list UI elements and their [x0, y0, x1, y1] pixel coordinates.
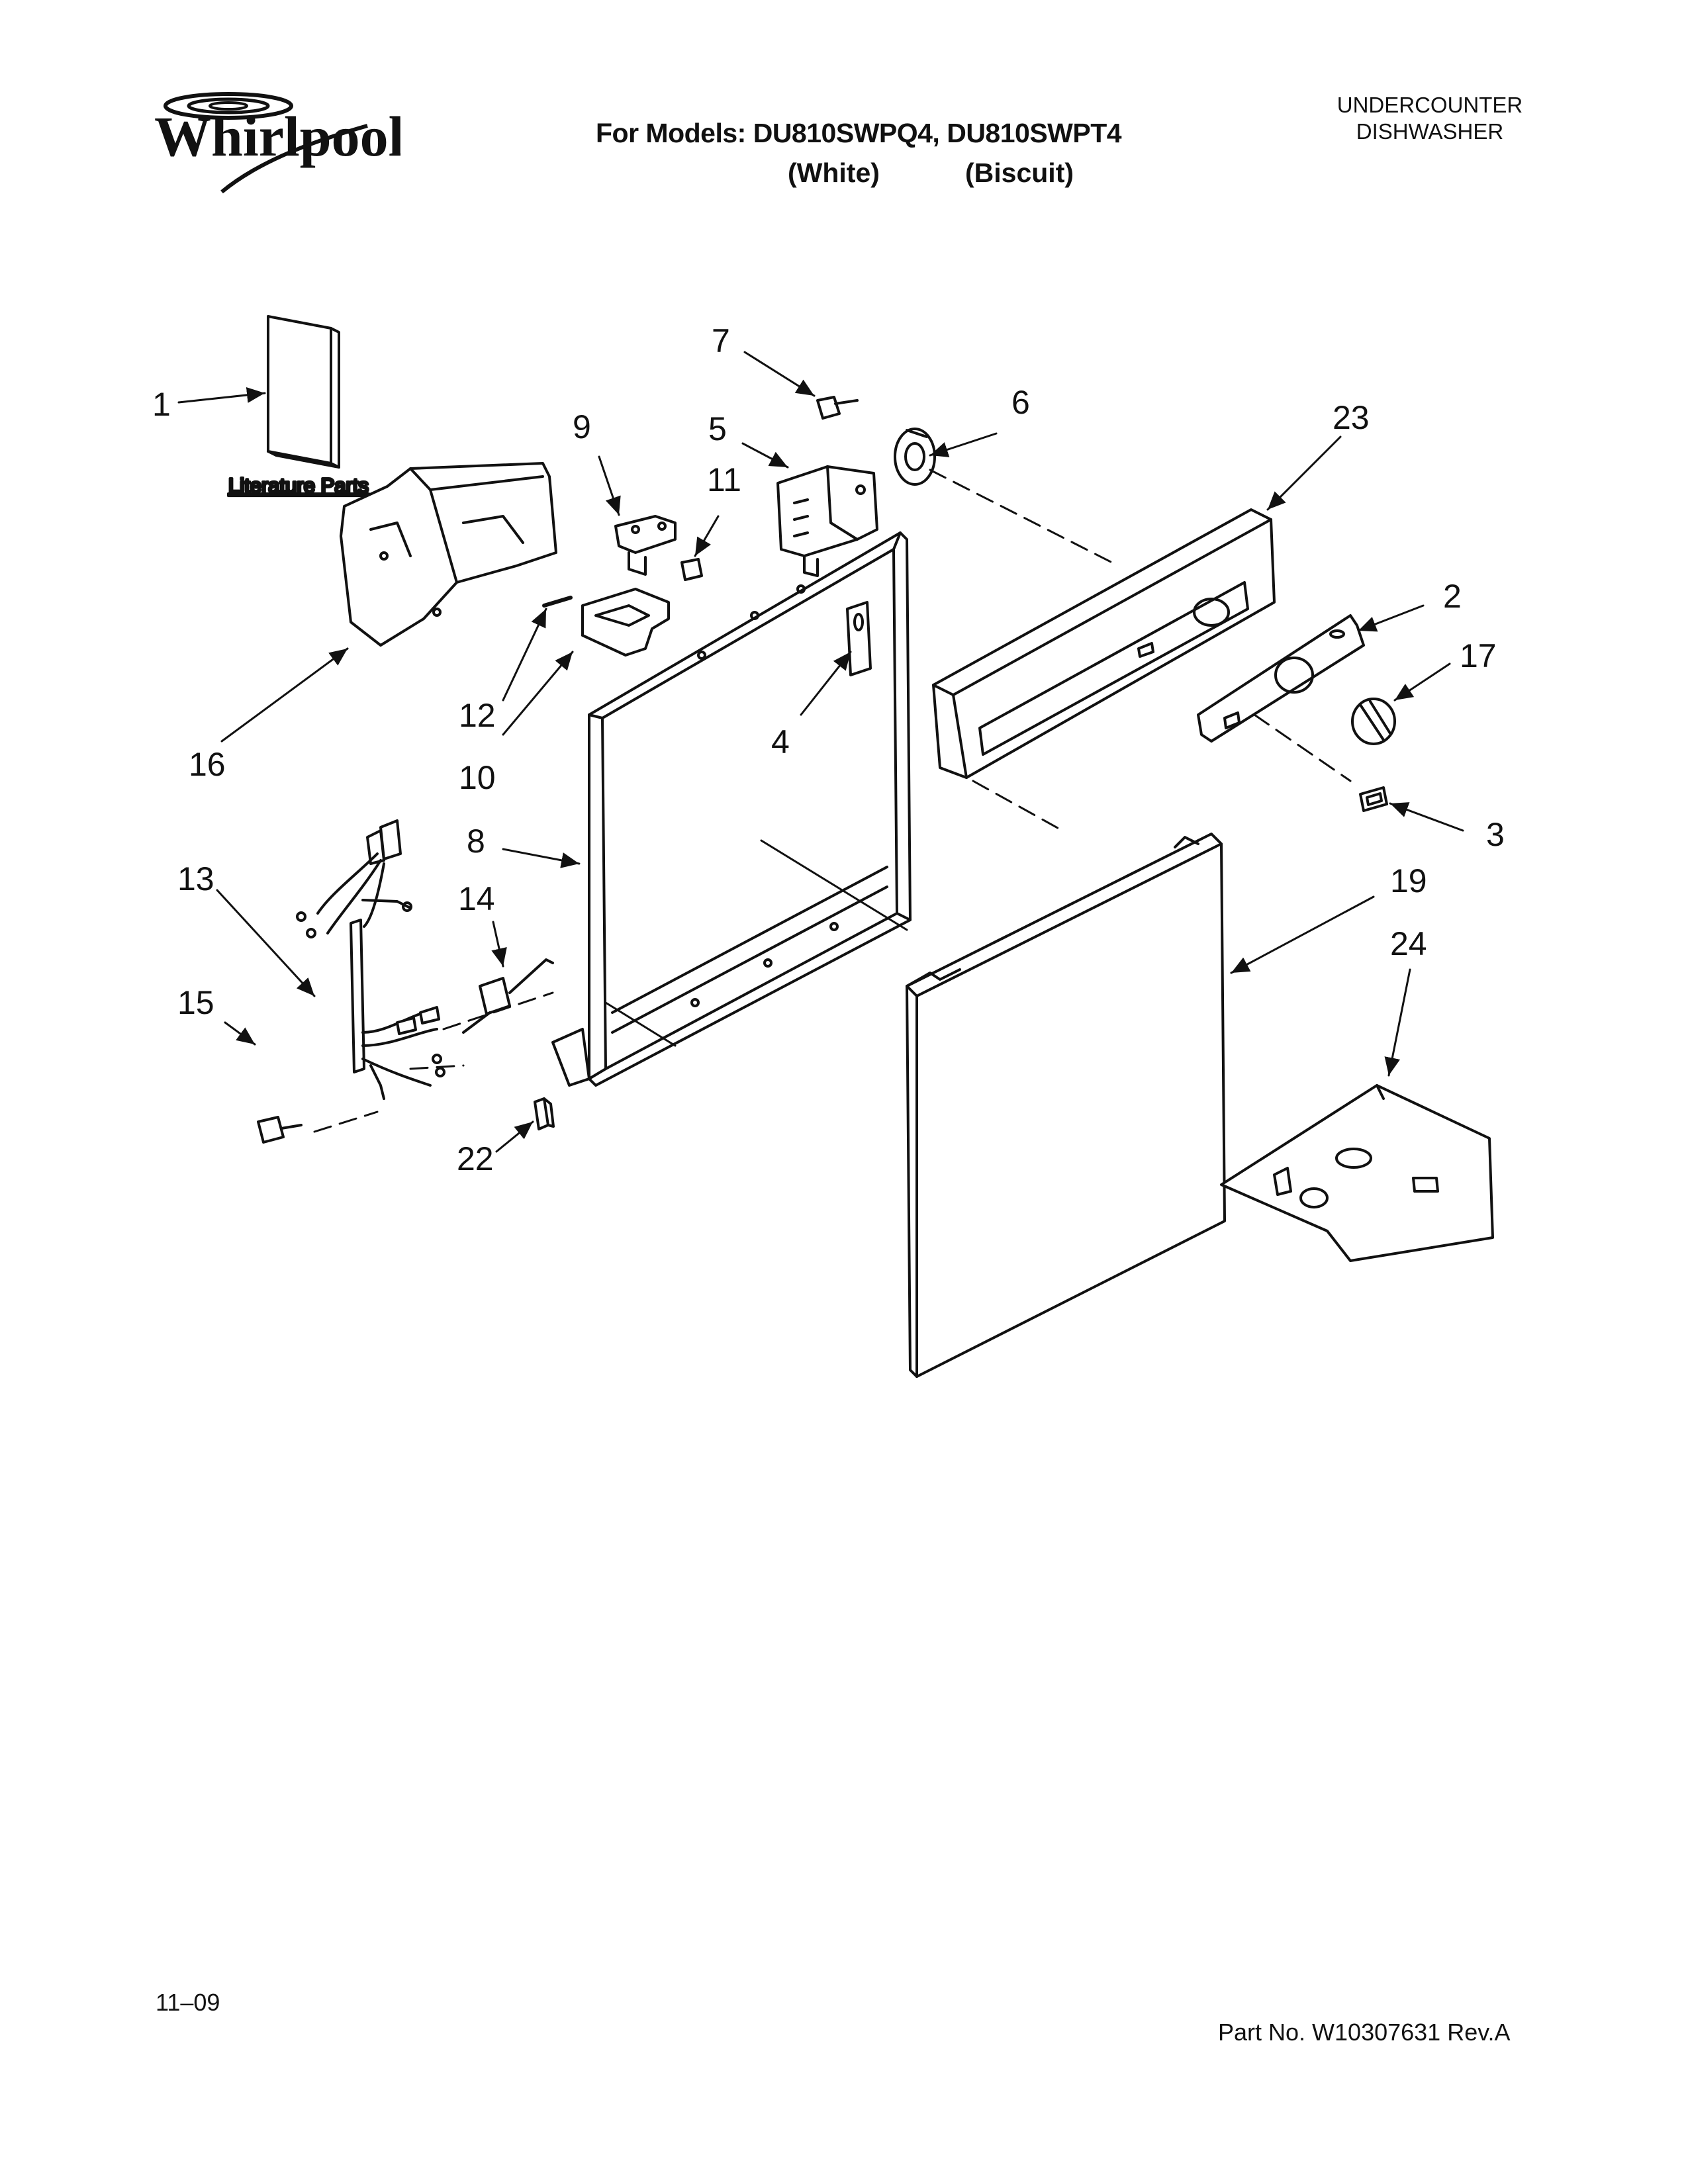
product-type-line2: DISHWASHER [1356, 119, 1504, 144]
callout-6: 6 [1011, 384, 1030, 421]
console-panel [932, 508, 1276, 779]
variant-biscuit-label: (Biscuit) [965, 158, 1074, 188]
variant-white-label: (White) [788, 158, 880, 188]
part-number: Part No. W10307631 Rev.A [1218, 2019, 1511, 2046]
assembly-reference-lines [604, 839, 908, 1047]
wire-harness [296, 819, 445, 1100]
product-type-line1: UNDERCOUNTER [1336, 93, 1523, 117]
connector-part-11 [680, 558, 703, 581]
screw-part-15 [257, 1116, 303, 1144]
callout-12: 12 [459, 697, 496, 734]
bracket-part-9 [614, 515, 677, 576]
control-overlay [1197, 614, 1365, 743]
clip-part-22 [534, 1097, 555, 1130]
callout-19: 19 [1390, 862, 1427, 899]
callout-10: 10 [459, 759, 496, 796]
callout-24: 24 [1390, 925, 1427, 962]
strike-part-4 [846, 601, 872, 676]
revision-date: 11–09 [156, 1989, 220, 2016]
callout-numbers: 1 7 6 5 23 9 11 2 17 12 4 16 10 3 8 19 1… [152, 322, 1505, 1177]
callout-22: 22 [457, 1140, 494, 1177]
literature-booklet [267, 315, 340, 469]
callout-16: 16 [189, 746, 226, 783]
callout-15: 15 [177, 984, 214, 1021]
models-heading: For Models: DU810SWPQ4, DU810SWPT4 [596, 118, 1122, 148]
assembly-guide-lines [313, 469, 1352, 1133]
callout-1: 1 [152, 386, 171, 423]
callout-11: 11 [707, 461, 741, 498]
parts-bag [1220, 1084, 1494, 1262]
callout-5: 5 [708, 410, 727, 447]
callout-7: 7 [712, 322, 730, 359]
door-switch [462, 958, 554, 1034]
pin-part-12 [542, 596, 573, 608]
callout-13: 13 [177, 860, 214, 897]
callout-3: 3 [1486, 816, 1505, 853]
literature-parts-label: Literature Parts [228, 474, 369, 497]
screw-part-7 [816, 396, 859, 420]
callout-9: 9 [573, 408, 591, 445]
callout-4: 4 [771, 723, 790, 760]
callout-23: 23 [1333, 399, 1370, 436]
callout-14: 14 [458, 880, 495, 917]
control-knob [1351, 698, 1396, 745]
switch-part-3 [1359, 786, 1388, 812]
leader-arrows [177, 351, 1464, 1153]
callout-17: 17 [1460, 637, 1497, 674]
whirlpool-logo: Whirlpool [154, 92, 400, 194]
latch-housing [581, 588, 670, 657]
outer-door-panel [906, 833, 1226, 1378]
upper-shield [340, 462, 557, 647]
inner-door-frame [551, 531, 912, 1087]
cam-part-6 [894, 428, 936, 486]
callout-8: 8 [467, 823, 485, 860]
timer-part-5 [776, 465, 878, 577]
callout-2: 2 [1443, 578, 1462, 615]
